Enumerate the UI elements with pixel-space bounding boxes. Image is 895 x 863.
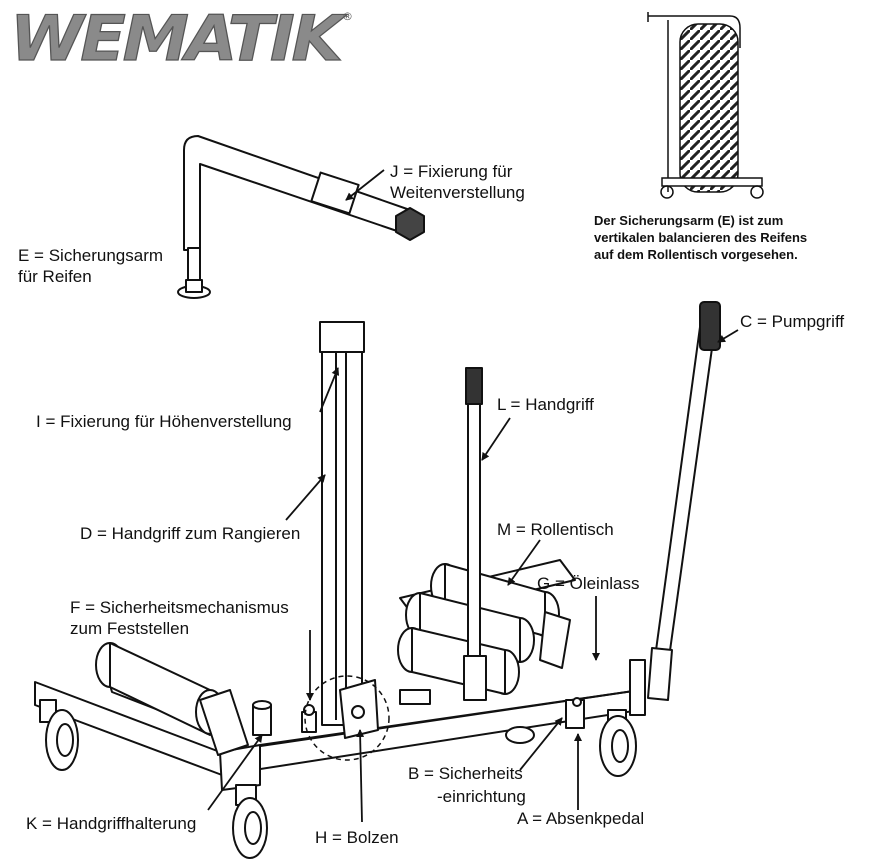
label-d: D = Handgriff zum Rangieren <box>80 524 301 543</box>
inset-illustration <box>647 12 764 199</box>
label-c: C = Pumpgriff <box>740 312 845 331</box>
label-h: H = Bolzen <box>315 828 399 847</box>
label-j-line2: Weitenverstellung <box>390 183 525 202</box>
label-i: I = Fixierung für Höhenverstellung <box>36 412 292 431</box>
safety-arm-note: Der Sicherungsarm (E) ist zum vertikalen… <box>594 212 807 263</box>
label-l: L = Handgriff <box>497 395 594 414</box>
label-m: M = Rollentisch <box>497 520 614 539</box>
callout-arrows <box>207 169 739 823</box>
label-g: G = Öleinlass <box>537 574 640 593</box>
note-line-2: vertikalen balancieren des Reifens <box>594 230 808 245</box>
label-e-line1: E = Sicherungsarm <box>18 246 164 265</box>
note-line-3: auf dem Rollentisch vorgesehen. <box>594 247 798 262</box>
registered-mark: ® <box>342 10 353 23</box>
label-k: K = Handgriffhalterung <box>26 814 197 833</box>
note-line-1: Der Sicherungsarm (E) ist zum <box>594 213 784 228</box>
label-f-line1: F = Sicherheitsmechanismus <box>70 598 289 617</box>
label-b-line1: B = Sicherheits <box>408 764 523 783</box>
label-f-line2: zum Feststellen <box>70 619 190 638</box>
brand-logo: WEMATIK ® <box>9 4 353 74</box>
label-b-line2: -einrichtung <box>437 787 526 806</box>
label-a: A = Absenkpedal <box>517 809 645 828</box>
label-j-line1: J = Fixierung für <box>390 162 513 181</box>
brand-logo-text: WEMATIK <box>10 4 347 74</box>
label-e-line2: für Reifen <box>18 267 92 286</box>
wheel-dolly <box>34 135 721 859</box>
